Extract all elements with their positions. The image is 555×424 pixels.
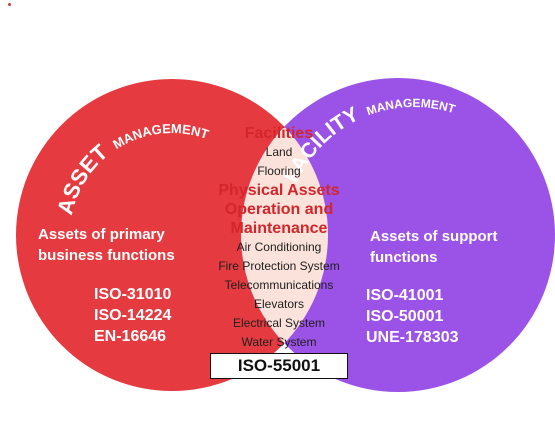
overlap-item: Land	[265, 145, 293, 159]
facility-desc-line2: functions	[370, 249, 438, 266]
physical-assets-heading: Maintenance	[230, 220, 328, 237]
physical-assets-heading: Physical Assets	[218, 182, 340, 199]
facility-standard-item: ISO-41001	[366, 287, 444, 304]
overlap-content: Facilities Land Flooring Physical Assets…	[200, 124, 358, 352]
overlap-item: Flooring	[257, 164, 301, 178]
overlap-item: Water System	[241, 335, 317, 349]
iso-55001-badge: ISO-55001	[210, 353, 348, 379]
overlap-item: Telecommunications	[224, 278, 334, 292]
decorative-dot	[8, 3, 11, 6]
overlap-item: Elevators	[253, 297, 305, 311]
overlap-item: Air Conditioning	[236, 240, 322, 254]
facility-standards: ISO-41001 ISO-50001 UNE-178303	[366, 285, 459, 348]
facility-standard-item: ISO-50001	[366, 308, 444, 325]
asset-standard-item: ISO-31010	[94, 286, 172, 303]
asset-standards: ISO-31010 ISO-14224 EN-16646	[94, 284, 171, 347]
facility-description: Assets of support functions	[370, 226, 498, 268]
facility-circle	[241, 78, 555, 392]
overlap-item: Fire Protection System	[218, 259, 340, 273]
asset-circle	[16, 79, 328, 391]
asset-description: Assets of primary business functions	[38, 224, 175, 266]
asset-desc-line2: business functions	[38, 247, 175, 264]
facility-standard-item: UNE-178303	[366, 329, 459, 346]
asset-standard-item: ISO-14224	[94, 307, 172, 324]
physical-assets-heading: Operation and	[224, 201, 334, 218]
facility-desc-line1: Assets of support	[370, 228, 498, 245]
asset-standard-item: EN-16646	[94, 328, 167, 345]
facilities-heading: Facilities	[244, 125, 314, 142]
asset-desc-line1: Assets of primary	[38, 226, 165, 243]
overlap-item: Electrical System	[232, 316, 326, 330]
